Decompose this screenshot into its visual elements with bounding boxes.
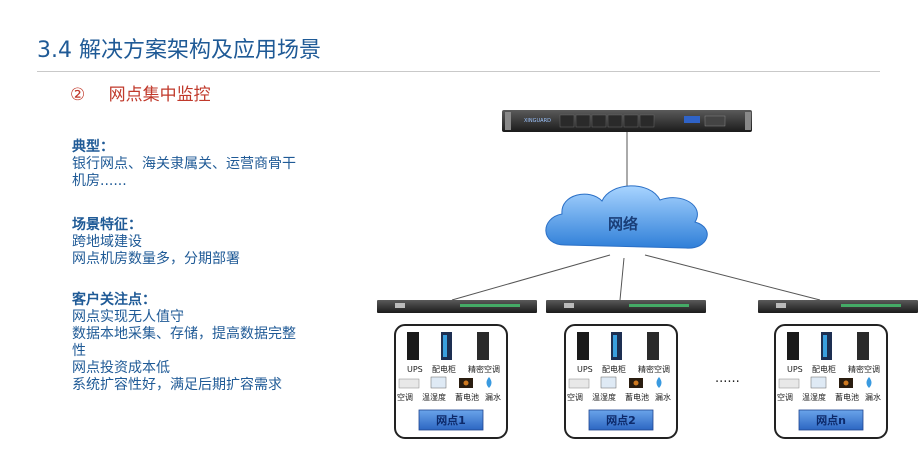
section-line: 网点实现无人值守: [72, 309, 184, 325]
section-subtitle: ② 网点集中监控: [70, 80, 211, 105]
air-conditioner-icon: [398, 378, 420, 389]
device-label: 蓄电池: [835, 392, 859, 402]
section-features: 场景特征： 跨地域建设 网点机房数量多，分期部署: [72, 217, 347, 268]
device-label: 温湿度: [422, 392, 446, 402]
device-label: 配电柜: [812, 364, 836, 374]
central-server: XINGUARD: [502, 110, 752, 132]
site-box: UPS 配电柜 精密空调空调温湿度蓄电池漏水网点2: [564, 324, 678, 439]
site-box: UPS 配电柜 精密空调空调温湿度蓄电池漏水网点1: [394, 324, 508, 439]
section-line: 系统扩容性好，满足后期扩容需求: [72, 377, 282, 393]
ups-icon: [787, 332, 799, 360]
section-line: 机房......: [72, 173, 127, 189]
section-line: 数据本地采集、存储，提高数据完整: [72, 326, 296, 342]
site-label: 网点1: [436, 413, 466, 427]
subtitle-number: ②: [70, 85, 86, 105]
device-label: 空调: [397, 392, 413, 402]
subtitle-text: 网点集中监控: [108, 85, 211, 105]
device-label: 漏水: [485, 392, 501, 402]
water-leak-icon: [656, 377, 662, 388]
device-label: 配电柜: [432, 364, 456, 374]
section-line: 网点机房数量多，分期部署: [72, 251, 240, 267]
site-label: 网点n: [816, 413, 846, 427]
device-label: UPS: [787, 365, 803, 374]
more-sites-ellipsis: ......: [715, 371, 740, 386]
title-divider: [37, 71, 880, 72]
section-line: 性: [72, 343, 86, 359]
device-label: 空调: [567, 392, 583, 402]
site-label: 网点2: [606, 413, 636, 427]
device-label: 温湿度: [592, 392, 616, 402]
device-label: 漏水: [655, 392, 671, 402]
section-line: 银行网点、海关隶属关、运营商骨干: [72, 156, 296, 172]
device-label: 蓄电池: [455, 392, 479, 402]
site-switch: [546, 300, 706, 313]
device-label: 精密空调: [848, 364, 880, 374]
section-concerns: 客户关注点： 网点实现无人值守 数据本地采集、存储，提高数据完整 性 网点投资成…: [72, 292, 347, 394]
device-label: 空调: [777, 392, 793, 402]
water-leak-icon: [866, 377, 872, 388]
precision-ac-icon: [857, 332, 869, 360]
air-conditioner-icon: [568, 378, 590, 389]
device-label: 精密空调: [638, 364, 670, 374]
precision-ac-icon: [647, 332, 659, 360]
device-label: 配电柜: [602, 364, 626, 374]
water-leak-icon: [486, 377, 492, 388]
section-typical: 典型： 银行网点、海关隶属关、运营商骨干 机房......: [72, 139, 347, 190]
ups-icon: [407, 332, 419, 360]
ups-icon: [577, 332, 589, 360]
page-title: 3.4 解决方案架构及应用场景: [37, 38, 321, 63]
device-label: 温湿度: [802, 392, 826, 402]
site-switch: [377, 300, 537, 313]
air-conditioner-icon: [778, 378, 800, 389]
section-heading: 典型：: [72, 139, 114, 155]
section-line: 跨地域建设: [72, 234, 142, 250]
device-label: 漏水: [865, 392, 881, 402]
site-box: UPS 配电柜 精密空调空调温湿度蓄电池漏水网点n: [774, 324, 888, 439]
device-label: UPS: [577, 365, 593, 374]
thermo-hygrometer-icon: [810, 376, 827, 389]
connection-lines: [451, 132, 821, 301]
section-heading: 客户关注点：: [72, 292, 156, 308]
section-line: 网点投资成本低: [72, 360, 170, 376]
device-label: 精密空调: [468, 364, 500, 374]
device-label: UPS: [407, 365, 423, 374]
site-switch: [758, 300, 918, 313]
precision-ac-icon: [477, 332, 489, 360]
section-heading: 场景特征：: [72, 217, 142, 233]
thermo-hygrometer-icon: [430, 376, 447, 389]
network-label: 网络: [608, 215, 638, 233]
device-label: 蓄电池: [625, 392, 649, 402]
server-brand: XINGUARD: [524, 118, 551, 124]
network-cloud: 网络: [545, 185, 708, 249]
thermo-hygrometer-icon: [600, 376, 617, 389]
